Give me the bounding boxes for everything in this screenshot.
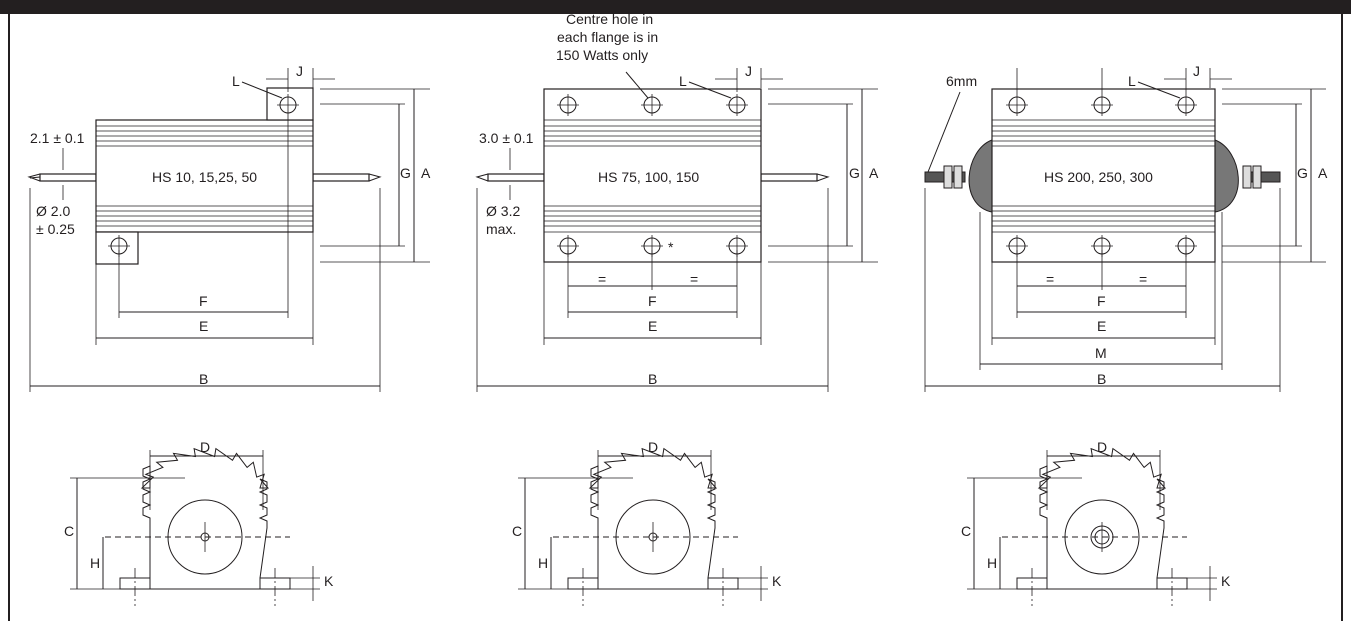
fin-profile [588, 447, 718, 579]
dim-label-L-2: L [679, 73, 687, 89]
equal-mark-2b: = [690, 271, 698, 287]
lead-diameter-2: Ø 3.2 [486, 203, 520, 219]
note-line-1: Centre hole in [566, 11, 653, 27]
equal-mark-3a: = [1046, 271, 1054, 287]
resistor-end-view-3 [967, 447, 1217, 606]
dim-label-C-2: C [512, 523, 522, 539]
dim-label-A-3: A [1318, 165, 1328, 181]
end-cap-left [968, 139, 993, 213]
header-bar [0, 0, 1351, 14]
dim-label-H-1: H [90, 555, 100, 571]
dim-label-K-2: K [772, 573, 782, 589]
equal-mark-3b: = [1139, 271, 1147, 287]
dim-label-G-1: G [400, 165, 411, 181]
dim-label-C-3: C [961, 523, 971, 539]
fin-profile [1037, 447, 1167, 579]
dim-label-G-2: G [849, 165, 860, 181]
model-label-2: HS 75, 100, 150 [598, 169, 699, 185]
dim-label-J-2: J [745, 63, 752, 79]
dim-label-B-2: B [648, 371, 657, 387]
dim-label-F-1: F [199, 293, 208, 309]
lead-diameter-1: Ø 2.0 [36, 203, 70, 219]
thread-label: 6mm [946, 73, 977, 89]
dim-label-J-1: J [296, 63, 303, 79]
dim-label-E-2: E [648, 318, 657, 334]
lead-tolerance-1: 2.1 ± 0.1 [30, 130, 85, 146]
dim-label-D-3: D [1097, 439, 1107, 455]
centre-hole-asterisk: * [668, 239, 674, 255]
dim-label-E-3: E [1097, 318, 1106, 334]
dim-label-D-2: D [648, 439, 658, 455]
resistor-top-view-3: HS 200, 250, 300 6mm L J G A [924, 63, 1328, 392]
resistor-top-view-2: HS 75, 100, 150 * Centre hole in each fl… [475, 11, 879, 392]
dim-label-E-1: E [199, 318, 208, 334]
dim-label-H-2: H [538, 555, 548, 571]
note-line-3: 150 Watts only [556, 47, 648, 63]
dim-label-A-2: A [869, 165, 879, 181]
dim-label-C-1: C [64, 523, 74, 539]
dim-label-M-3: M [1095, 345, 1107, 361]
page-border [8, 14, 1343, 621]
model-label-1: HS 10, 15,25, 50 [152, 169, 257, 185]
equal-mark-2a: = [598, 271, 606, 287]
dim-label-L-3: L [1128, 73, 1136, 89]
dim-label-K-1: K [324, 573, 334, 589]
dim-label-D-1: D [200, 439, 210, 455]
dim-label-G-3: G [1297, 165, 1308, 181]
resistor-end-view-2 [518, 447, 768, 606]
dim-label-K-3: K [1221, 573, 1231, 589]
dim-label-B-3: B [1097, 371, 1106, 387]
resistor-end-view-1 [70, 447, 320, 606]
dim-label-H-3: H [987, 555, 997, 571]
lead-tolerance-2: 3.0 ± 0.1 [479, 130, 534, 146]
dim-label-L-1: L [232, 73, 240, 89]
dim-label-J-3: J [1193, 63, 1200, 79]
end-cap-right [1214, 139, 1239, 213]
resistor-top-view-1: HS 10, 15,25, 50 L J G A 2.1 ± 0.1 Ø 2.0… [27, 63, 431, 392]
dim-label-B-1: B [199, 371, 208, 387]
model-label-3: HS 200, 250, 300 [1044, 169, 1153, 185]
dim-label-F-2: F [648, 293, 657, 309]
fin-profile [140, 447, 270, 579]
lead-max-2: max. [486, 221, 516, 237]
dim-label-A-1: A [421, 165, 431, 181]
end-view-labels: D C H K D C H K D C H K [64, 439, 1231, 589]
lead-diameter-tol-1: ± 0.25 [36, 221, 75, 237]
dim-label-F-3: F [1097, 293, 1106, 309]
note-line-2: each flange is in [557, 29, 658, 45]
